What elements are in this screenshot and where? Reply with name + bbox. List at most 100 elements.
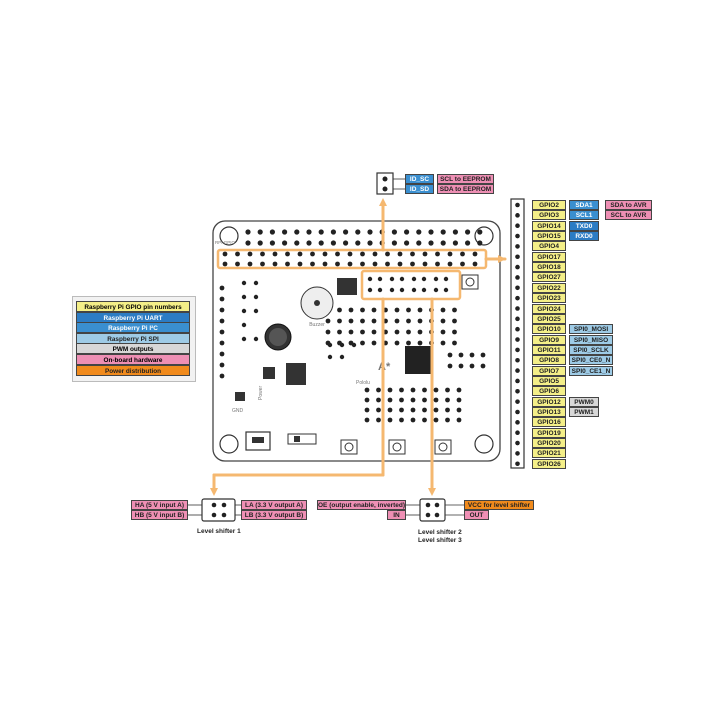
through-hole [406,307,411,313]
through-hole [253,308,259,314]
through-hole [458,363,464,369]
gpio-header-hole [235,251,240,257]
through-hole [364,397,370,403]
gpio-header-hole [347,251,353,257]
id-sc-desc: SCL to EEPROM [437,174,494,184]
through-hole [351,342,357,348]
through-hole [387,387,393,393]
through-hole [219,285,225,291]
gpio-pin-label: GPIO6 [532,386,566,397]
gpio-pin-label: GPIO12 [532,396,566,407]
id-sc-label: ID_SC [405,174,434,184]
header-pin [515,244,520,249]
through-hole [360,318,365,324]
through-hole [391,229,397,235]
through-hole [257,229,263,235]
gpio-pin-label: GPIO20 [532,438,566,449]
pushbutton [461,274,479,290]
through-hole [394,307,400,313]
through-hole [219,318,225,324]
through-hole [433,407,439,413]
header-pin [515,285,520,291]
through-hole [306,229,312,235]
through-hole [367,240,373,246]
mounting-hole [219,226,239,246]
through-hole [348,329,354,335]
through-hole [452,318,457,324]
through-hole [410,407,416,413]
through-hole [458,352,464,358]
gpio-header-hole [397,261,403,267]
gpio-header-hole [360,251,365,257]
gpio-header-hole [447,261,453,267]
header-pin [515,461,520,467]
through-hole [325,318,331,324]
through-hole [241,294,247,300]
through-hole [433,276,439,282]
through-hole [445,397,450,403]
through-hole [433,417,439,423]
through-hole [452,340,457,346]
ls3-caption: Level shifter 3 [418,537,462,544]
through-hole [394,318,400,324]
through-hole [364,387,370,393]
through-hole [406,318,411,324]
through-hole [421,276,427,282]
through-hole [219,329,225,335]
header-pin [515,233,520,239]
ls2-out-label: OUT [464,510,489,520]
power-label: Power [258,385,264,400]
header-pin [515,357,520,363]
header-pin [515,347,520,353]
through-hole [330,240,336,246]
gpio-header-hole [372,251,378,257]
gpio-alt-function: TXD0 [569,220,599,231]
regulator [263,367,275,379]
gpio-header-hole [410,261,415,267]
gpio-header-hole [322,251,328,257]
gpio-alt-function: SPI0_MISO [569,334,613,345]
through-hole [480,352,486,358]
through-hole [428,229,434,235]
gpio-header-hole [422,261,428,267]
through-hole [371,329,377,335]
through-hole [343,240,349,246]
gpio-header-hole [247,251,253,257]
id-sd-desc: SDA to EEPROM [437,184,494,194]
gpio-header-hole [372,261,378,267]
through-hole [440,307,446,313]
legend-item: On-board hardware [76,354,190,365]
through-hole [410,387,416,393]
through-hole [421,287,427,293]
header-pin [515,213,520,218]
gpio-pin-label: GPIO27 [532,272,566,283]
gpio-header-hole [347,261,353,267]
through-hole [376,407,381,413]
through-hole [306,240,312,246]
through-hole [440,340,446,346]
through-hole [219,307,225,313]
through-hole [417,340,423,346]
through-hole [367,276,373,282]
gpio-pin-label: GPIO18 [532,262,566,273]
gpio-header-hole [385,251,390,257]
ls1-ha-label: HA (5 V input A) [131,500,188,510]
through-hole [422,417,427,423]
through-hole [387,417,393,423]
through-hole [417,329,423,335]
through-hole [367,287,373,293]
through-hole [367,229,373,235]
gpio-pin-label: GPIO15 [532,231,566,242]
gpio-pin-label: GPIO2 [532,200,566,210]
through-hole [360,340,365,346]
legend-item: Raspberry Pi SPI [76,332,190,344]
through-hole [443,276,449,282]
gpio-pin-label: GPIO25 [532,313,566,324]
through-hole [327,354,333,360]
gpio-pin-label: GPIO3 [532,210,566,221]
through-hole [411,287,417,293]
gpio-header-hole [385,261,390,267]
through-hole [452,240,458,246]
gpio-header-hole [460,261,465,267]
through-hole [219,351,225,357]
